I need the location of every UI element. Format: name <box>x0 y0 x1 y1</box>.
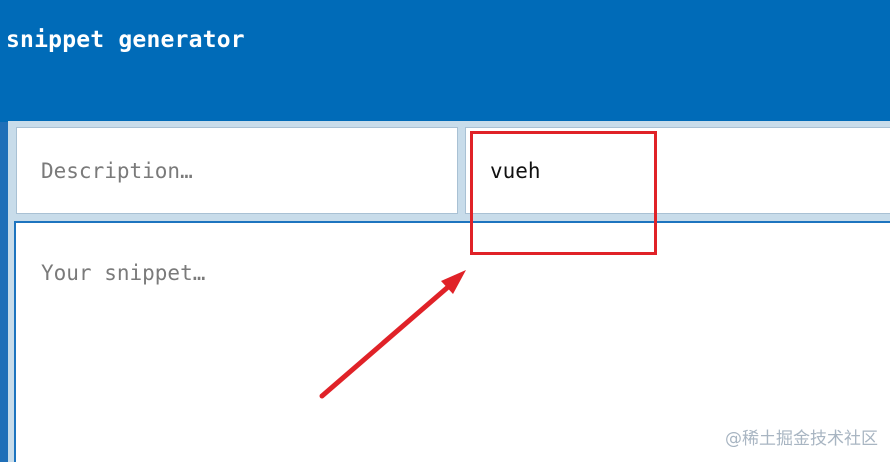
watermark: @稀土掘金技术社区 <box>725 429 878 449</box>
app-header: snippet generator <box>0 0 890 122</box>
description-input[interactable] <box>16 127 458 214</box>
app-title: snippet generator <box>6 27 245 53</box>
trigger-input[interactable] <box>465 127 890 214</box>
